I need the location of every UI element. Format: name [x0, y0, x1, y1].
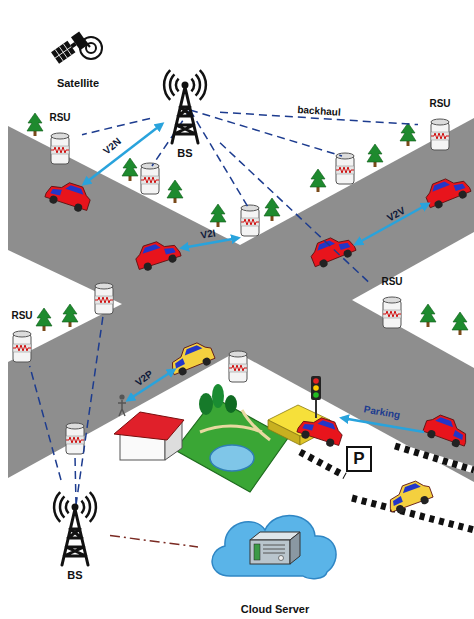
base-station-node-shape — [40, 480, 110, 582]
building-front — [268, 420, 300, 445]
node-text: Cloud Server — [198, 603, 352, 616]
car — [422, 172, 472, 212]
parking-label: Parking — [363, 403, 401, 420]
tree — [310, 169, 326, 192]
node-text: BS — [40, 569, 110, 582]
parking-stripes — [300, 446, 474, 530]
roadside-area — [8, 112, 474, 245]
base-station-node: BS — [40, 480, 110, 582]
tree — [62, 304, 78, 327]
traffic-light-yellow — [313, 385, 319, 391]
road-surface — [8, 112, 474, 482]
pedestrian-head — [119, 394, 124, 399]
v2i-arrow — [182, 238, 238, 248]
traffic-light-red — [313, 378, 319, 384]
node-text: BS — [150, 147, 220, 160]
tree — [27, 113, 43, 136]
base-station-node: BS — [150, 60, 220, 160]
node-text: Satellite — [40, 77, 116, 90]
backhaul-lines — [75, 110, 342, 505]
base-station-node-icon — [54, 492, 96, 565]
satellite-node-icon — [50, 31, 102, 64]
traffic-light-green — [313, 392, 319, 398]
park-tree — [225, 395, 237, 413]
car — [133, 236, 183, 273]
tree — [264, 198, 280, 221]
park-path — [200, 410, 270, 440]
tree — [400, 123, 416, 146]
backhaul-link — [82, 118, 150, 134]
parking-sign: P — [346, 446, 372, 472]
tree — [210, 204, 226, 227]
node-text: RSU — [0, 310, 44, 322]
backhaul-link — [30, 366, 61, 480]
node-text: P — [348, 449, 370, 469]
base-station-node-icon — [164, 70, 206, 143]
v2v-arrow — [356, 204, 428, 244]
cloud-server-node-icon — [212, 516, 336, 579]
rsu-node: RSU — [370, 276, 414, 332]
rsu-unit — [241, 205, 259, 236]
car — [422, 411, 472, 450]
node-text: RSU — [370, 276, 414, 288]
tree — [167, 180, 183, 203]
node-text: RSU — [418, 98, 462, 110]
edge-label: backhaul — [297, 104, 341, 118]
rsu-node: RSU — [418, 98, 462, 154]
tree — [420, 304, 436, 327]
rsu-unit — [66, 423, 84, 454]
traffic-light-box — [311, 376, 321, 400]
satellite-node: Satellite — [40, 8, 116, 90]
traffic-light-pole — [315, 398, 317, 418]
tree — [367, 144, 383, 167]
link-type-label: V2V — [385, 205, 407, 224]
park-lake — [210, 445, 254, 471]
car — [296, 412, 346, 449]
rsu-unit — [229, 351, 247, 382]
tree — [36, 308, 52, 331]
roadside-area — [8, 352, 474, 619]
link-type-label: V2N — [101, 136, 123, 157]
backhaul-link — [220, 143, 370, 284]
parking-arrow — [342, 418, 424, 432]
car — [307, 231, 357, 271]
rsu-unit — [336, 153, 354, 184]
rsu-unit — [141, 163, 159, 194]
rsu-node-icon — [51, 133, 69, 164]
rsu-node-icon — [431, 119, 449, 150]
park-tree — [212, 384, 224, 408]
park-tree — [199, 393, 213, 415]
taxi — [385, 477, 435, 516]
base-station-node-shape — [150, 60, 220, 160]
tree — [122, 158, 138, 181]
rsu-node: RSU — [0, 310, 44, 366]
rsu-unit — [95, 283, 113, 314]
link-type-label: V2P — [133, 368, 155, 388]
roadside-area — [8, 250, 122, 362]
tree — [452, 312, 468, 335]
rsu-node: RSU — [38, 112, 82, 168]
pedestrian-body — [118, 400, 126, 416]
cloud-server-node-shape — [198, 498, 352, 616]
rsu-node-icon — [383, 297, 401, 328]
rsu-node-icon — [13, 331, 31, 362]
server-link — [110, 536, 198, 547]
roadside-area — [352, 232, 474, 368]
taxi — [166, 339, 216, 379]
node-text: RSU — [38, 112, 82, 124]
v2n-arrow — [84, 124, 162, 184]
parking-stripe-base — [300, 446, 474, 530]
link-type-label: V2I — [200, 227, 217, 240]
cloud-server-node: Cloud Server — [198, 498, 352, 616]
